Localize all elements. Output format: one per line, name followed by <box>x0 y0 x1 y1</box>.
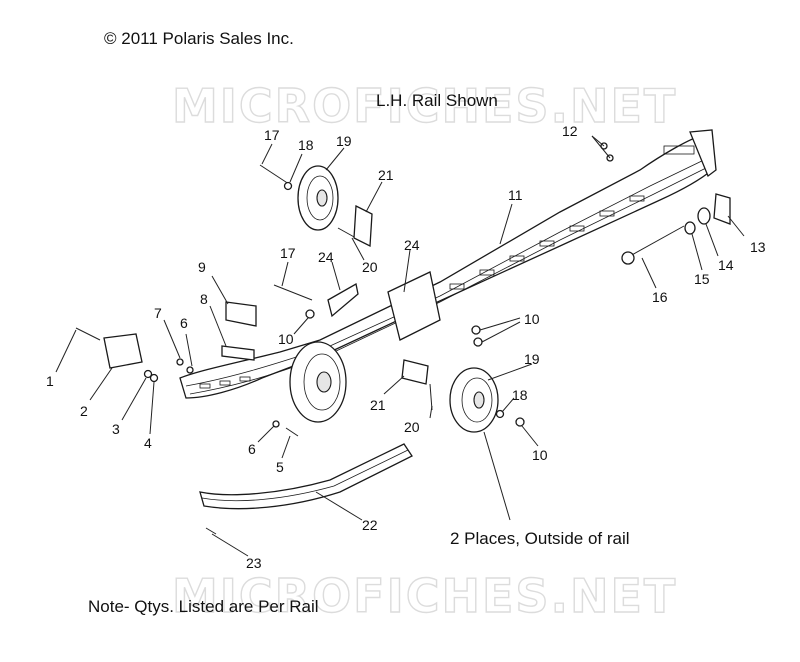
watermark-bottom: MICROFICHES.NET <box>172 569 677 623</box>
nut-4 <box>149 373 159 383</box>
idler-wheel-lower <box>449 367 499 433</box>
nut-10-b <box>471 325 481 335</box>
callout-24-right: 24 <box>404 237 420 253</box>
bolt-20-upper <box>337 227 357 239</box>
callout-6-upper: 6 <box>180 315 188 331</box>
copyright-text: © 2011 Polaris Sales Inc. <box>104 29 294 48</box>
slider-clip-8 <box>221 345 255 361</box>
quantity-note: Note- Qtys. Listed are Per Rail <box>88 597 319 616</box>
callout-4: 4 <box>144 435 152 451</box>
screw-1 <box>75 327 101 341</box>
bracket-21-upper <box>353 204 373 248</box>
washer-18-upper <box>283 181 293 191</box>
callout-24-left: 24 <box>318 249 334 265</box>
nut-10-c <box>473 337 483 347</box>
callout-17-lower: 17 <box>280 245 296 261</box>
diagram-heading: L.H. Rail Shown <box>376 91 498 110</box>
idler-wheel-upper <box>297 165 339 231</box>
callout-19-upper: 19 <box>336 133 352 149</box>
wear-strip <box>199 443 413 510</box>
nut-10-a <box>305 309 315 319</box>
washer-7 <box>176 358 184 366</box>
slider-block-9 <box>225 301 257 327</box>
bolt-17-lower <box>273 284 313 301</box>
rail-mount-block <box>387 271 441 341</box>
callout-22: 22 <box>362 517 378 533</box>
washer-6-lower <box>272 420 280 428</box>
washer-18-lower <box>495 409 505 419</box>
callout-3: 3 <box>112 421 120 437</box>
watermark-top: MICROFICHES.NET <box>172 79 677 133</box>
bolt-20-lower <box>429 383 433 411</box>
callout-21-upper: 21 <box>378 167 394 183</box>
spacer-14 <box>697 207 711 225</box>
callout-5: 5 <box>276 459 284 475</box>
callout-10-right: 10 <box>524 311 540 327</box>
callout-17-upper: 17 <box>264 127 280 143</box>
callout-14: 14 <box>718 257 734 273</box>
bumper-13 <box>713 193 731 225</box>
callout-9: 9 <box>198 259 206 275</box>
callout-23: 23 <box>246 555 262 571</box>
bracket-21-lower <box>401 359 429 385</box>
callout-7: 7 <box>154 305 162 321</box>
callout-15: 15 <box>694 271 710 287</box>
callout-21-lower: 21 <box>370 397 386 413</box>
callout-20-lower: 20 <box>404 419 420 435</box>
callout-6-lower: 6 <box>248 441 256 457</box>
strap-24 <box>327 282 359 318</box>
end-cap-2 <box>103 333 143 369</box>
callout-18-upper: 18 <box>298 137 314 153</box>
callout-2: 2 <box>80 403 88 419</box>
callout-10-bottom: 10 <box>532 447 548 463</box>
callout-20-upper: 20 <box>362 259 378 275</box>
idler-wheel-middle <box>289 341 347 423</box>
nut-16-end <box>621 251 635 265</box>
nut-10-d <box>515 417 525 427</box>
callout-numbers: 1 2 3 4 5 6 6 7 8 9 10 10 10 11 12 13 14… <box>46 123 766 571</box>
leader-lines <box>55 135 745 557</box>
callout-12: 12 <box>562 123 578 139</box>
washer-3 <box>143 369 153 379</box>
callout-8: 8 <box>200 291 208 307</box>
callout-19-lower: 19 <box>524 351 540 367</box>
rail <box>179 129 717 399</box>
axle-16 <box>629 225 685 257</box>
callout-11: 11 <box>508 187 523 203</box>
callout-18-lower: 18 <box>512 387 528 403</box>
screw-23 <box>205 527 217 535</box>
screw-5 <box>285 427 299 437</box>
places-note: 2 Places, Outside of rail <box>450 529 630 548</box>
callout-10-left: 10 <box>278 331 294 347</box>
callout-16: 16 <box>652 289 668 305</box>
nut-15 <box>684 221 696 235</box>
callout-1: 1 <box>46 373 54 389</box>
callout-13: 13 <box>750 239 766 255</box>
washer-6-upper <box>186 366 194 374</box>
